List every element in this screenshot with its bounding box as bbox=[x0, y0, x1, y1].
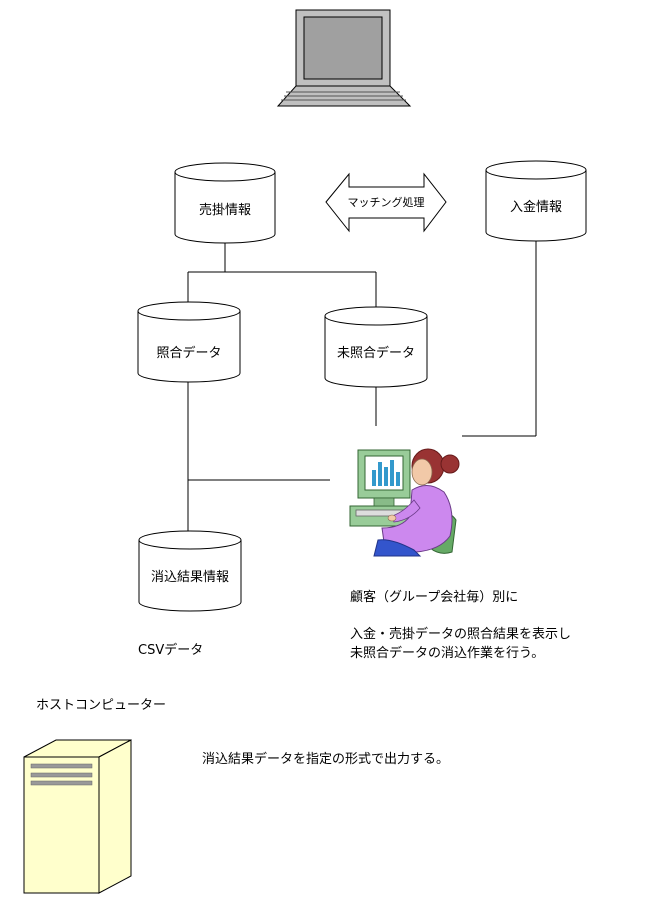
node-label-matched: 照合データ bbox=[156, 346, 222, 361]
host-label: ホストコンピューター bbox=[36, 698, 167, 713]
node-label-result: 消込結果情報 bbox=[150, 570, 229, 585]
operator-note-line1: 顧客（グループ会社毎）別に bbox=[350, 590, 519, 605]
cylinder-result bbox=[138, 530, 242, 612]
server-icon bbox=[23, 739, 132, 894]
matching-double-arrow bbox=[325, 172, 447, 233]
cylinder-unmatched bbox=[324, 306, 428, 388]
operator-icon bbox=[349, 448, 460, 557]
operator-note-line2: 入金・売掛データの照合結果を表示し bbox=[350, 627, 572, 642]
host-note: 消込結果データを指定の形式で出力する。 bbox=[202, 752, 450, 767]
operator-note-line3: 未照合データの消込作業を行う。 bbox=[350, 646, 545, 661]
cylinder-sales bbox=[174, 162, 276, 244]
cylinder-matched bbox=[137, 301, 241, 383]
node-label-unmatched: 未照合データ bbox=[336, 346, 415, 361]
node-label-payment: 入金情報 bbox=[509, 200, 562, 215]
cylinder-payment bbox=[485, 160, 587, 242]
laptop-icon bbox=[276, 9, 412, 107]
node-label-sales: 売掛情報 bbox=[198, 203, 251, 218]
matching-label: マッチング処理 bbox=[347, 196, 425, 209]
connector-lines bbox=[187, 239, 537, 533]
csv-label: CSVデータ bbox=[138, 643, 204, 658]
